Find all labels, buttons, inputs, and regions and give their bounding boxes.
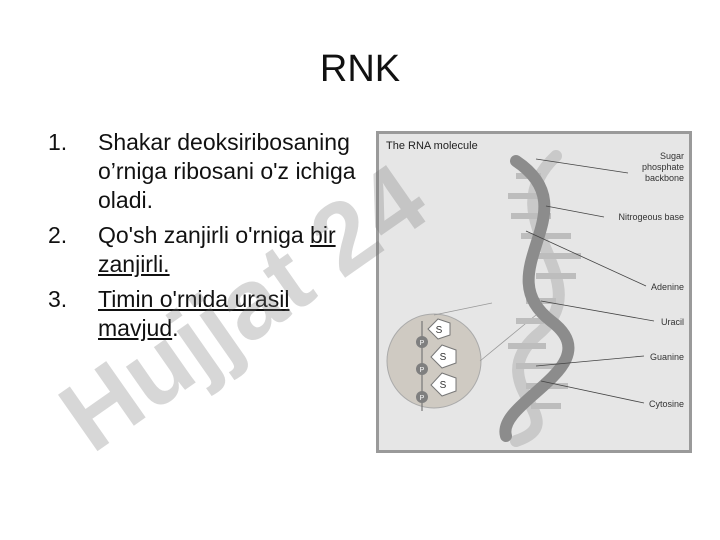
list-number: 3. (48, 286, 68, 312)
phosphate-label: P (420, 395, 425, 402)
label-lines (525, 158, 655, 404)
phosphate-label: P (420, 340, 425, 347)
phosphate-dot (416, 336, 428, 348)
helix-front-strand (499, 155, 575, 442)
label-uracil: Uracil (661, 317, 684, 327)
list-text: Shakar deoksiribosaning o’rniga ribosani… (98, 129, 356, 213)
label-nitrogenous-base: Nitrogeous base (618, 212, 684, 222)
phosphate-dot (416, 391, 428, 403)
list-text-tail: . (172, 315, 179, 341)
list-text-underlined: bir zanjirli. (98, 222, 336, 277)
phosphate-dot (416, 363, 428, 375)
list-number: 2. (48, 222, 68, 248)
list-text-underlined: Timin o'rnida urasil mavjud (98, 286, 290, 341)
numbered-list: 1. Shakar deoksiribosaning o’rniga ribos… (48, 128, 366, 349)
inset-chain: S P S P S P (416, 318, 457, 411)
sugar-label: S (436, 325, 443, 336)
list-number: 1. (48, 129, 68, 155)
phosphate-label: P (420, 367, 425, 374)
label-backbone-3: backbone (645, 173, 684, 183)
inset-circle (386, 313, 482, 409)
list-text: Qo'sh zanjirli o'rniga (98, 222, 311, 248)
inset-connector (433, 302, 493, 316)
figure-title: The RNA molecule (386, 140, 478, 152)
sugar-label: S (440, 352, 447, 363)
label-backbone-1: Sugar (660, 151, 684, 161)
label-guanine: Guanine (650, 352, 684, 362)
sugar-pentagon (430, 344, 457, 369)
list-item: 2. Qo'sh zanjirli o'rniga bir zanjirli. (48, 221, 366, 279)
label-adenine: Adenine (651, 282, 684, 292)
list-item: 1. Shakar deoksiribosaning o’rniga ribos… (48, 128, 366, 215)
label-backbone-2: phosphate (642, 162, 684, 172)
sugar-pentagon (430, 372, 457, 397)
slide-title: RNK (319, 48, 401, 90)
label-cytosine: Cytosine (649, 399, 684, 409)
sugar-label: S (440, 380, 447, 391)
list-item: 3. Timin o'rnida urasil mavjud. (48, 285, 366, 343)
rna-molecule-figure: The RNA molecule S P S P S P (376, 131, 692, 453)
sugar-pentagon (427, 318, 451, 340)
helix-back-strand (510, 150, 565, 447)
